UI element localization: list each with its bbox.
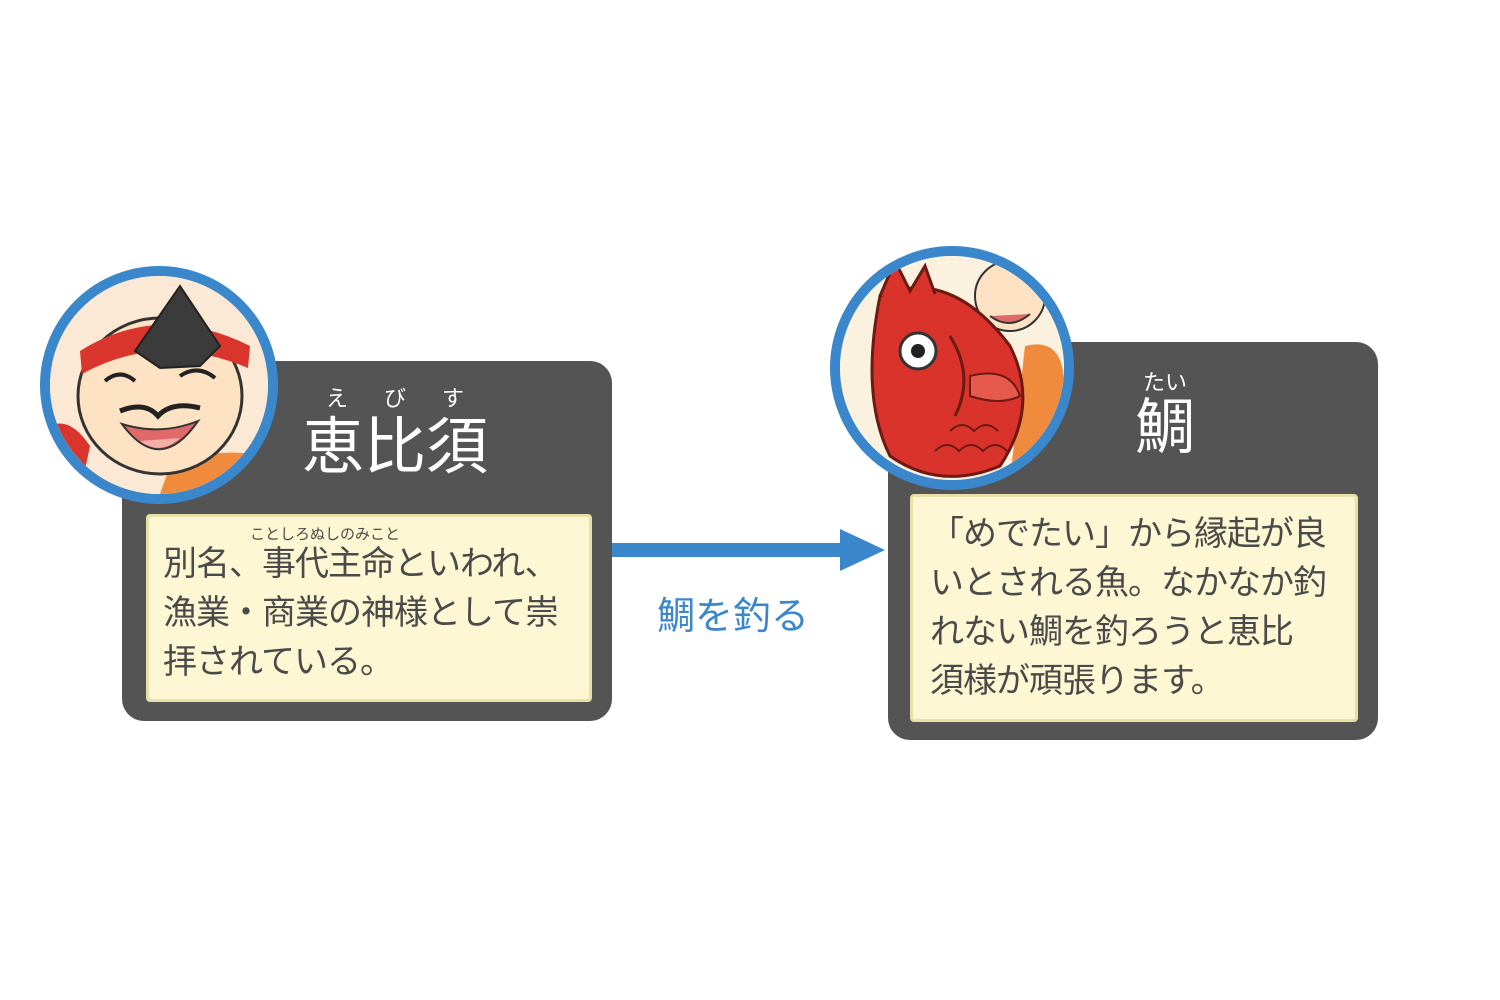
ebisu-ruby: え び す xyxy=(290,388,500,412)
ebisu-ruby-su: す xyxy=(441,387,464,412)
tai-title: 鯛 xyxy=(1135,393,1195,463)
edge-label: 鯛を釣る xyxy=(657,594,810,638)
edge-arrow xyxy=(605,529,885,571)
tai-description-line: れない鯛を釣ろうと恵比 xyxy=(930,612,1294,652)
ebisu-description-line: 別名、事代主命といわれ、 xyxy=(163,544,559,584)
ebisu-avatar xyxy=(40,266,278,504)
tai-avatar xyxy=(830,246,1074,490)
tai-description-paper xyxy=(910,494,1358,722)
red-sea-bream-icon xyxy=(840,256,1064,480)
tai-description: 「めでたい」から縁起が良 いとされる魚。なかなか釣 れない鯛を釣ろうと恵比 須様… xyxy=(930,510,1327,706)
tai-description-line: いとされる魚。なかなか釣 xyxy=(930,563,1327,603)
tai-description-line: 須様が頑張ります。 xyxy=(930,661,1225,701)
tai-title-block: たい 鯛 xyxy=(1110,372,1220,463)
ebisu-portrait-icon xyxy=(50,276,268,494)
tai-ruby-tai: たい xyxy=(1142,371,1187,396)
tai-description-line: 「めでたい」から縁起が良 xyxy=(930,514,1327,554)
ebisu-description-ruby: ことしろぬしのみこと xyxy=(250,525,401,543)
ebisu-description: 別名、事代主命といわれ、 漁業・商業の神様として崇 拝されている。 xyxy=(163,540,559,687)
ebisu-description-line: 漁業・商業の神様として崇 xyxy=(163,593,559,633)
ebisu-description-paper xyxy=(146,514,592,702)
ebisu-ruby-bi: び xyxy=(383,387,406,412)
ebisu-description-line: 拝されている。 xyxy=(163,642,394,682)
tai-ruby: たい xyxy=(1110,372,1220,396)
ebisu-title-block: え び す 恵比須 xyxy=(290,388,500,478)
ebisu-title: 恵比須 xyxy=(301,410,488,483)
ebisu-ruby-e: え xyxy=(325,387,348,412)
